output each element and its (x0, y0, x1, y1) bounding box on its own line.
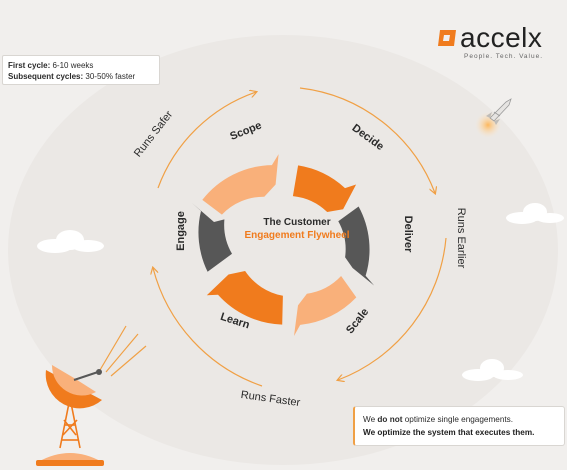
brand-tagline: People. Tech. Value. (464, 53, 544, 60)
outer-arc-bottom-left (153, 268, 263, 387)
outer-arc-bottom-right (338, 237, 447, 380)
background-blob (8, 35, 558, 465)
stage-label-engage: Engage (175, 211, 187, 251)
ring-segment-scope (202, 154, 279, 215)
subsequent-cycles-label: Subsequent cycles: (8, 72, 84, 81)
cycle-duration-note: First cycle: 6-10 weeks Subsequent cycle… (2, 55, 160, 85)
stage-label-deliver: Deliver (402, 216, 414, 253)
rocket-icon (475, 98, 512, 138)
outer-arc-right (299, 87, 435, 193)
outer-label-runs-earlier: Runs Earlier (455, 208, 467, 269)
satellite-dish-icon (36, 325, 147, 466)
message-line1-pre: We (363, 415, 378, 424)
brand-name: accelx (460, 22, 543, 53)
ring-segment-deliver (338, 206, 375, 286)
message-line1-bold: do not (377, 415, 403, 424)
flywheel-ring (192, 154, 375, 336)
message-line1: We do not optimize single engagements. (363, 413, 564, 426)
cloud-icon (506, 203, 564, 224)
outer-cycle-arrows (153, 87, 447, 387)
cloud-icon (37, 230, 104, 253)
ring-segment-engage (192, 203, 232, 272)
first-cycle-label: First cycle: (8, 61, 51, 70)
center-title-line1: The Customer (263, 217, 330, 228)
optimization-message: We do not optimize single engagements. W… (353, 406, 565, 446)
ring-segment-decide (292, 165, 357, 212)
first-cycle-value: 6-10 weeks (52, 61, 94, 70)
message-line2: We optimize the system that executes the… (363, 428, 535, 437)
accelx-logo-icon (438, 30, 456, 46)
ring-segment-scale (294, 276, 357, 336)
ring-segment-learn (206, 271, 283, 325)
subsequent-cycles-value: 30-50% faster (85, 72, 136, 81)
flywheel-center: The Customer Engagement Flywheel (244, 217, 349, 241)
center-title-line2: Engagement Flywheel (244, 230, 349, 241)
message-line1-post: optimize single engagements. (402, 415, 514, 424)
outer-arc-top-left (157, 92, 256, 189)
cloud-icon (462, 359, 523, 381)
